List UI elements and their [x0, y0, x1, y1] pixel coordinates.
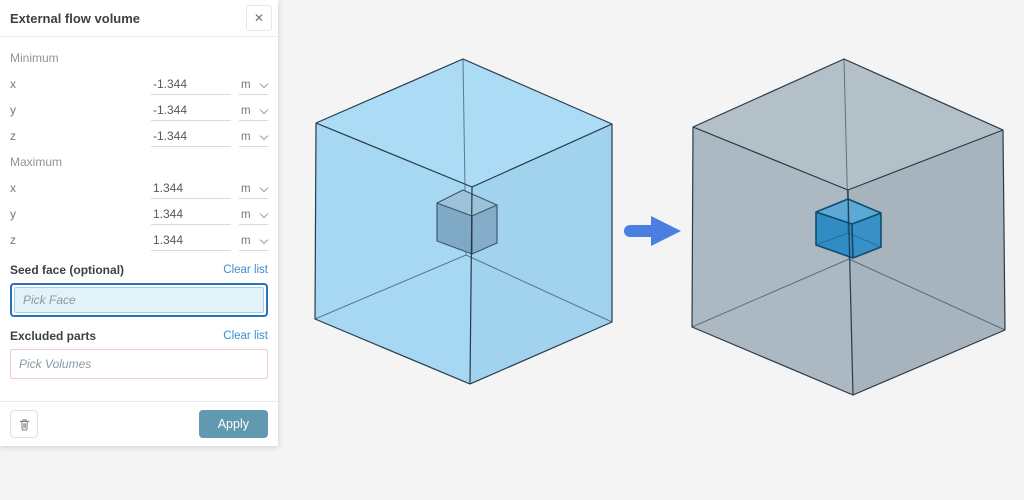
- delete-button[interactable]: [10, 410, 38, 438]
- maximum-label: Maximum: [10, 155, 63, 169]
- minimum-label: Minimum: [10, 51, 59, 65]
- transform-arrow: [624, 216, 681, 246]
- minimum-y-row: y m: [10, 95, 269, 121]
- cube-top-face[interactable]: [693, 59, 1003, 190]
- minimum-x-unit-select[interactable]: m: [239, 79, 269, 95]
- external-flow-volume-panel: External flow volume ✕ Minimum x m y m z: [0, 0, 278, 446]
- unit-label: m: [241, 209, 251, 221]
- maximum-y-unit-select[interactable]: m: [239, 209, 269, 225]
- seed-face-clear-list-link[interactable]: Clear list: [223, 264, 268, 276]
- excluded-parts-clear-list-link[interactable]: Clear list: [223, 330, 268, 342]
- unit-label: m: [241, 105, 251, 117]
- external-flow-volume-cube-before[interactable]: [314, 58, 613, 385]
- minimum-y-input[interactable]: [151, 101, 231, 121]
- minimum-x-input[interactable]: [151, 75, 231, 95]
- chevron-down-icon: [259, 131, 269, 141]
- cube-left-face[interactable]: [315, 123, 472, 384]
- seed-face-label: Seed face (optional): [10, 263, 125, 277]
- close-button[interactable]: ✕: [246, 5, 272, 31]
- cube-silhouette-edges: [691, 58, 1006, 396]
- arrow-head: [651, 216, 681, 246]
- chevron-down-icon: [259, 79, 269, 89]
- axis-label-y: y: [10, 103, 16, 117]
- maximum-z-input[interactable]: [151, 231, 231, 251]
- panel-header: External flow volume ✕: [0, 0, 278, 37]
- close-icon: ✕: [253, 11, 265, 25]
- panel-body: Minimum x m y m z m Maximum: [0, 37, 278, 389]
- inner-cube-top-face[interactable]: [437, 190, 497, 216]
- cube-silhouette-edges: [314, 58, 613, 385]
- apply-button[interactable]: Apply: [198, 410, 268, 438]
- maximum-y-row: y m: [10, 199, 269, 225]
- axis-label-z: z: [10, 233, 16, 247]
- maximum-z-unit-select[interactable]: m: [239, 235, 269, 251]
- flow-region-cube-after[interactable]: [691, 58, 1006, 396]
- inner-cube-right-face[interactable]: [852, 213, 881, 258]
- chevron-down-icon: [259, 209, 269, 219]
- panel-title: External flow volume: [10, 10, 141, 26]
- pick-face-input[interactable]: [14, 287, 264, 313]
- chevron-down-icon: [259, 105, 269, 115]
- cube-front-edges: [692, 126, 1004, 396]
- unit-label: m: [241, 235, 251, 247]
- minimum-z-row: z m: [10, 121, 269, 147]
- minimum-z-unit-select[interactable]: m: [239, 131, 269, 147]
- inner-cube-right-face[interactable]: [472, 205, 497, 254]
- inner-cube-left-face[interactable]: [816, 212, 853, 258]
- unit-label: m: [241, 183, 251, 195]
- excluded-parts-label: Excluded parts: [10, 329, 97, 343]
- cube-right-face[interactable]: [848, 130, 1005, 395]
- axis-label-y: y: [10, 207, 16, 221]
- maximum-x-input[interactable]: [151, 179, 231, 199]
- unit-label: m: [241, 131, 251, 143]
- seed-face-section: Seed face (optional) Clear list: [10, 263, 268, 277]
- seed-face-picker[interactable]: [10, 283, 268, 317]
- maximum-z-row: z m: [10, 225, 269, 251]
- axis-label-x: x: [10, 181, 16, 195]
- cube-right-face[interactable]: [470, 124, 612, 384]
- trash-icon: [19, 418, 29, 430]
- cube-front-edges: [315, 122, 613, 385]
- maximum-y-input[interactable]: [151, 205, 231, 225]
- panel-footer: Apply: [0, 401, 278, 446]
- maximum-x-row: x m: [10, 173, 269, 199]
- minimum-z-input[interactable]: [151, 127, 231, 147]
- chevron-down-icon: [259, 235, 269, 245]
- axis-label-x: x: [10, 77, 16, 91]
- minimum-x-row: x m: [10, 69, 269, 95]
- inner-cube-left-face[interactable]: [437, 203, 472, 254]
- pick-volumes-input[interactable]: [10, 349, 268, 379]
- axis-label-z: z: [10, 129, 16, 143]
- chevron-down-icon: [259, 183, 269, 193]
- cube-left-face[interactable]: [692, 127, 853, 395]
- unit-label: m: [241, 79, 251, 91]
- excluded-parts-section: Excluded parts Clear list: [10, 329, 268, 343]
- minimum-y-unit-select[interactable]: m: [239, 105, 269, 121]
- maximum-x-unit-select[interactable]: m: [239, 183, 269, 199]
